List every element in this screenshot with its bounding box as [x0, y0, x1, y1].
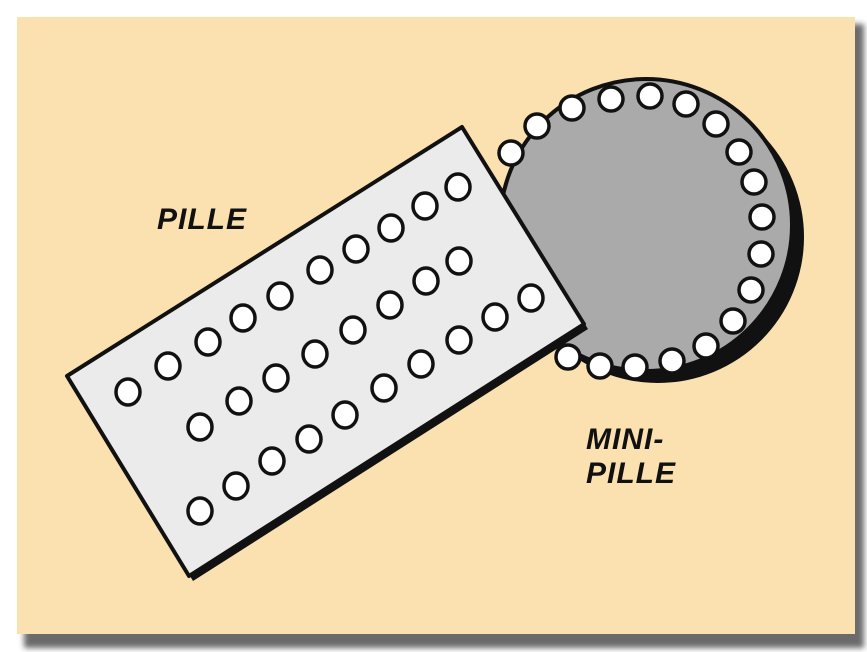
pill — [376, 290, 404, 320]
pill — [370, 373, 398, 403]
mini-pill — [725, 138, 753, 166]
mini-pill — [740, 168, 768, 196]
mini-pill — [497, 139, 525, 167]
mini-pill — [554, 343, 582, 371]
pill — [114, 377, 142, 407]
pill — [301, 339, 329, 369]
label-mini-pille: MINI- PILLE — [586, 423, 676, 491]
label-mini-line1: MINI- — [586, 423, 665, 456]
mini-pill — [672, 90, 700, 118]
mini-pill — [597, 85, 625, 113]
mini-pill-ring — [497, 82, 776, 381]
pill — [444, 172, 472, 202]
pill-strip-grid — [114, 172, 545, 526]
pill — [342, 234, 370, 264]
mini-pill — [719, 307, 747, 335]
pill — [331, 400, 359, 430]
pill — [411, 191, 439, 221]
pill — [295, 424, 323, 454]
mini-pill — [747, 240, 775, 268]
mini-pill — [558, 94, 586, 122]
mini-pill — [636, 82, 664, 110]
label-mini-line2: PILLE — [586, 457, 677, 490]
pill — [445, 246, 473, 276]
pill — [517, 283, 545, 313]
mini-pill — [737, 276, 765, 304]
mini-pill — [702, 110, 730, 138]
pill — [306, 255, 334, 285]
pill — [154, 351, 182, 381]
pill — [377, 213, 405, 243]
pill — [262, 363, 290, 393]
mini-pill — [748, 203, 776, 231]
pill — [229, 303, 257, 333]
pill — [266, 281, 294, 311]
pill — [339, 315, 367, 345]
mini-pill-disc — [498, 77, 804, 383]
pill — [407, 349, 435, 379]
pill — [412, 266, 440, 296]
mini-pill — [692, 332, 720, 360]
pill — [222, 471, 250, 501]
mini-pill — [523, 112, 551, 140]
mini-pill — [621, 353, 649, 381]
label-pille: PILLE — [157, 203, 248, 236]
pill — [225, 386, 253, 416]
mini-pill — [658, 347, 686, 375]
pill — [186, 496, 214, 526]
pill — [481, 302, 509, 332]
mini-pill — [586, 352, 614, 380]
pill — [194, 327, 222, 357]
pill — [258, 446, 286, 476]
pill — [186, 412, 214, 442]
pill — [445, 325, 473, 355]
